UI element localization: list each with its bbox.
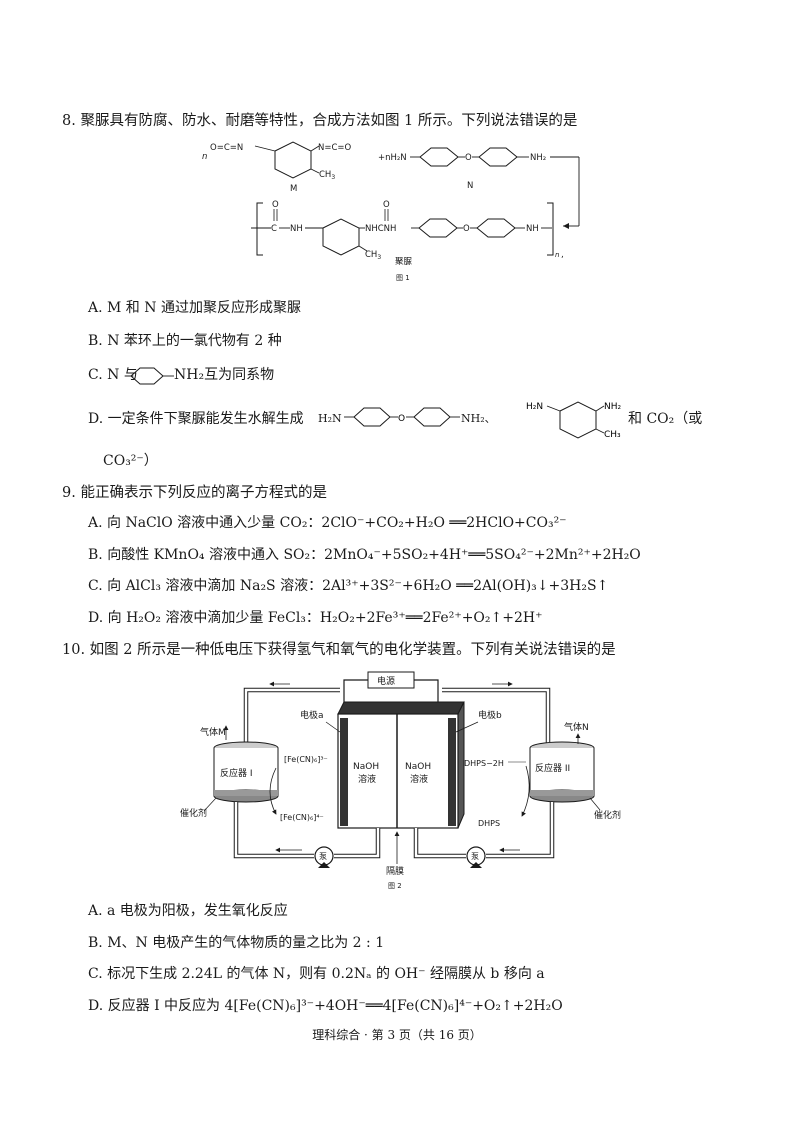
q9-stem: 9. 能正确表示下列反应的离子方程式的是 (62, 485, 327, 501)
q10-stem: 10. 如图 2 所示是一种低电压下获得氢气和氧气的电化学装置。下列有关说法错误… (62, 642, 616, 658)
left-bracket (256, 202, 263, 256)
catalyst-1-label: 催化剂 (180, 807, 207, 819)
q8-option-d[interactable]: D. 一定条件下聚脲能发生水解生成 (88, 411, 304, 427)
trailing-comma: , (561, 250, 564, 260)
ocn-group: O=C=N (210, 143, 243, 153)
q8-stem: 8. 聚脲具有防腐、防水、耐磨等特性，合成方法如图 1 所示。下列说法错误的是 (62, 113, 578, 129)
q10-option-a[interactable]: A. a 电极为阳极，发生氧化反应 (88, 903, 288, 919)
q10-option-b[interactable]: B. M、N 电极产生的气体物质的量之比为 2 : 1 (88, 935, 385, 951)
benzene-ring-p2 (418, 218, 458, 238)
q8-option-b[interactable]: B. N 苯环上的一氯代物有 2 种 (88, 333, 282, 349)
benzene-ring-p1 (322, 218, 360, 256)
benzene-ring-n2 (478, 147, 518, 167)
q8-d-nh2: NH₂、 (461, 412, 496, 425)
aniline-ring (130, 367, 174, 385)
q9-option-d[interactable]: D. 向 H₂O₂ 溶液中滴加少量 FeCl₃：H₂O₂+2Fe³⁺══2Fe²… (88, 610, 543, 626)
electrolyzer-cell (337, 713, 459, 829)
fe-cn-ii-label: [Fe(CN)₆]⁴⁻ (280, 813, 324, 822)
carbonyl-o: O (272, 200, 279, 210)
benzene-ring-n1 (419, 147, 459, 167)
nh2-n: NH₂ (530, 153, 546, 163)
catalyst-2-label: 催化剂 (594, 809, 621, 821)
q8-option-a[interactable]: A. M 和 N 通过加聚反应形成聚脲 (88, 300, 301, 316)
benzene-ring-m (274, 141, 312, 179)
power-label: 电源 (377, 675, 395, 687)
nco-group: N=C=O (318, 143, 352, 153)
q9-option-a[interactable]: A. 向 NaClO 溶液中通入少量 CO₂：2ClO⁻+CO₂+H₂O ══2… (88, 515, 567, 531)
d2-h2n: H₂N (526, 402, 543, 412)
ch3-p: CH3 (365, 250, 381, 261)
solution-right: 溶液 (410, 773, 428, 785)
coef-n: n (202, 152, 207, 162)
d2-nh2: NH₂ (604, 402, 622, 412)
ether-o-n: O (465, 153, 472, 163)
naoh-left: NaOH (353, 762, 379, 772)
naoh-right: NaOH (405, 762, 431, 772)
carbonyl-c: C (271, 224, 277, 234)
q8-option-c-lead: C. N 与 (88, 367, 138, 383)
q10-option-c[interactable]: C. 标况下生成 2.24L 的气体 N，则有 0.2Nₐ 的 OH⁻ 经隔膜从… (88, 966, 545, 982)
figure-1-caption: 图 1 (396, 274, 410, 282)
electrode-a-label: 电极a (300, 709, 324, 721)
q8-d-h2n: H₂N (318, 412, 342, 425)
d-ether-o: O (398, 414, 405, 424)
q8-d-line2: CO₃²⁻） (103, 453, 158, 469)
fe-cn-iii-label: [Fe(CN)₆]³⁻ (284, 755, 328, 764)
q9-option-b[interactable]: B. 向酸性 KMnO₄ 溶液中通入 SO₂：2MnO₄⁻+5SO₂+4H⁺══… (88, 547, 641, 563)
electrode-b (448, 718, 456, 826)
figure-2: 电源 NaOH 溶液 NaOH 溶液 电极a 电极b 隔膜 反应器 I (180, 671, 621, 890)
label-n: N (467, 181, 473, 191)
figure-1: n O=C=N N=C=O CH3 M +nH₂N O NH₂ N C O NH (202, 141, 580, 282)
gas-n-label: 气体N (564, 721, 589, 733)
diaminotoluene-structure: H₂N NH₂ CH₃ (526, 401, 622, 440)
diamine-ether-structure: O (344, 407, 460, 427)
urea-link: NHCNH (365, 224, 396, 234)
pump-2-label: 泵 (471, 852, 479, 861)
label-m: M (290, 184, 297, 194)
ether-o-p: O (463, 224, 470, 234)
membrane-label: 隔膜 (386, 866, 404, 877)
q8-option-c-tail: NH₂互为同系物 (174, 367, 275, 383)
plus-h2n: +nH₂N (378, 153, 407, 163)
subscript-n: n (555, 251, 559, 259)
benzene-ring-p3 (476, 218, 516, 238)
q9-option-c[interactable]: C. 向 AlCl₃ 溶液中滴加 Na₂S 溶液：2Al³⁺+3S²⁻+6H₂O… (88, 578, 609, 594)
page-footer: 理科综合 · 第 3 页（共 16 页） (312, 1028, 482, 1042)
dhps-2h-label: DHPS−2H (464, 759, 504, 768)
pump-1-label: 泵 (319, 852, 327, 861)
gas-m-label: 气体M (200, 726, 226, 738)
label-polyurea: 聚脲 (395, 257, 413, 267)
d2-ch3: CH₃ (604, 430, 621, 440)
electrode-b-label: 电极b (478, 709, 502, 721)
q10-option-d[interactable]: D. 反应器 I 中反应为 4[Fe(CN)₆]³⁻+4OH⁻══4[Fe(CN… (88, 998, 563, 1014)
figure-2-caption: 图 2 (388, 882, 402, 890)
ch3-m: CH3 (319, 170, 335, 181)
nh-link: NH (290, 224, 303, 234)
q8-d-tail: 和 CO₂（或 (628, 411, 703, 427)
q8-option-c[interactable]: C. N 与 (88, 366, 138, 384)
reactor-1 (214, 748, 278, 796)
nh-end: NH (526, 224, 539, 234)
right-bracket (547, 202, 554, 256)
dhps-label: DHPS (478, 819, 500, 828)
urea-o: O (383, 200, 390, 210)
reactor-2-label: 反应器 II (535, 762, 570, 774)
electrode-a (340, 718, 348, 826)
reactor-2 (530, 748, 594, 796)
reactor-1-label: 反应器 I (220, 767, 253, 779)
solution-left: 溶液 (358, 773, 376, 785)
